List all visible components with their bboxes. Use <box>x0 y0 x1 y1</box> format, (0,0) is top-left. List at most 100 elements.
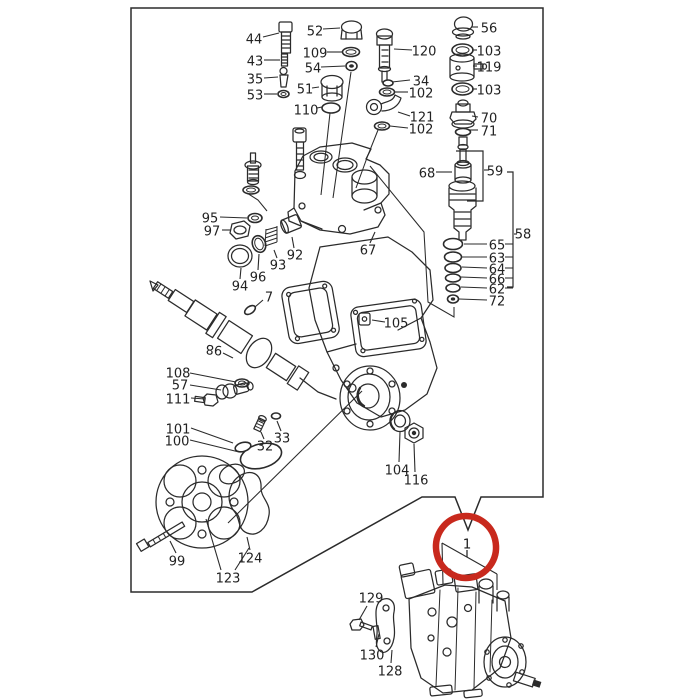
part-label-7-36: 7 <box>265 291 273 306</box>
leader-line-52 <box>322 27 341 30</box>
cap-51-drawing <box>320 74 344 102</box>
part-label-54-8: 54 <box>305 62 322 77</box>
nut-54-drawing <box>345 60 358 72</box>
part-label-65-23: 65 <box>489 239 506 254</box>
part-label-98-38: 98 <box>205 341 223 357</box>
leader-line-104 <box>398 431 401 463</box>
screw-32-drawing <box>253 414 267 433</box>
part-label-43-1: 43 <box>247 55 264 70</box>
fitting-125-drawing <box>244 152 262 186</box>
part-label-68-20: 68 <box>419 167 436 182</box>
cap-nut-56-drawing <box>451 16 475 40</box>
spring-93-drawing <box>264 226 278 247</box>
bolt-99-drawing <box>135 521 186 552</box>
part-label-99-48: 99 <box>169 555 186 570</box>
part-label-67-29: 67 <box>360 244 377 259</box>
leader-line-34 <box>391 79 411 83</box>
washer-34-drawing <box>382 79 394 87</box>
holder-70-drawing <box>449 99 477 129</box>
valve-57-drawing <box>215 381 254 400</box>
o-ring-109-drawing <box>341 46 361 58</box>
pin-43-drawing <box>280 53 289 67</box>
part-label-103-17: 103 <box>477 84 502 99</box>
assembly-line <box>246 192 268 212</box>
fitting-44-drawing <box>278 21 293 54</box>
hydraulic-head-drawing <box>287 142 390 235</box>
leader-line-120 <box>393 48 413 51</box>
leader-line-62 <box>460 286 488 289</box>
plug-97-drawing <box>229 220 251 240</box>
leader-line-93 <box>273 249 278 259</box>
assembly-line <box>320 112 331 196</box>
group-58-bracket <box>507 171 514 288</box>
o-ring-110-drawing <box>321 102 341 114</box>
part-label-35-2: 35 <box>247 73 264 88</box>
banjo-121-drawing <box>365 94 402 116</box>
part-label-120-9: 120 <box>412 45 437 60</box>
leader-line-92 <box>291 236 295 249</box>
leader-line-66 <box>460 276 488 279</box>
group-59-bracket <box>456 150 484 202</box>
assembly-line <box>369 165 455 318</box>
part-label-110-5: 110 <box>294 104 319 119</box>
leader-line-67 <box>369 231 376 244</box>
part-label-52-6: 52 <box>307 25 324 40</box>
part-label-53-3: 53 <box>247 89 264 104</box>
leader-line-124 <box>246 536 251 551</box>
washer-53-drawing <box>277 89 290 99</box>
part-label-44-0: 44 <box>246 33 263 48</box>
bracket-128-drawing <box>375 598 396 653</box>
part-label-100-43: 100 <box>165 435 190 450</box>
part-label-57-40: 57 <box>172 379 189 394</box>
holder-120-drawing <box>375 28 394 83</box>
part-label-56-14: 56 <box>481 22 498 37</box>
leader-line-98 <box>222 352 234 359</box>
part-label-33-45: 33 <box>274 432 291 447</box>
leader-line-57 <box>189 384 222 391</box>
bolt-129-drawing <box>349 618 373 631</box>
leader-line-7 <box>254 299 264 308</box>
part-label-109-7: 109 <box>303 47 328 62</box>
part-label-92-35: 92 <box>287 249 304 264</box>
leader-line-100 <box>189 439 240 453</box>
leader-line-116 <box>413 443 416 473</box>
clamp-105-drawing <box>358 312 371 326</box>
leader-line-123 <box>234 547 250 571</box>
key-7-drawing <box>243 304 257 316</box>
part-label-111-41: 111 <box>166 393 191 408</box>
leader-line-33 <box>276 420 282 432</box>
bearing-flange-drawing <box>339 365 407 431</box>
part-label-129-51: 129 <box>359 592 384 607</box>
bolt-111-drawing <box>194 393 219 407</box>
washer-71-drawing <box>454 127 472 137</box>
body-119-drawing <box>449 53 488 82</box>
assembled-pump-drawing <box>398 562 542 699</box>
part-label-70-18: 70 <box>481 112 498 127</box>
camshaft-drawing <box>149 280 337 400</box>
part-label-94-32: 94 <box>232 280 249 295</box>
leader-line-102 <box>389 125 409 129</box>
part-label-71-19: 71 <box>481 125 498 140</box>
part-label-93-34: 93 <box>270 259 287 274</box>
part-label-104-46: 104 <box>385 464 410 479</box>
leader-line-121 <box>397 111 411 117</box>
part-label-64-25: 64 <box>489 263 506 278</box>
plug-52-drawing <box>340 20 363 40</box>
part-label-66-26: 66 <box>489 273 506 288</box>
leader-line-101 <box>190 427 234 444</box>
part-label-32-44: 32 <box>257 440 274 455</box>
assembly-line <box>332 71 352 199</box>
o-ring-103a-drawing <box>451 43 474 57</box>
part-label-124-50: 124 <box>238 552 263 567</box>
part-label-59-21: 59 <box>487 165 504 180</box>
leader-line-64 <box>461 266 488 269</box>
part-label-62-27: 62 <box>489 283 506 298</box>
o-ring-100-drawing <box>239 442 283 470</box>
leader-line-35 <box>263 76 279 79</box>
assembly-line <box>355 129 379 189</box>
leader-line-108 <box>189 372 237 383</box>
leader-line-44 <box>262 32 280 38</box>
leader-line-51 <box>311 86 320 89</box>
part-label-119-16: 119 <box>477 61 502 76</box>
